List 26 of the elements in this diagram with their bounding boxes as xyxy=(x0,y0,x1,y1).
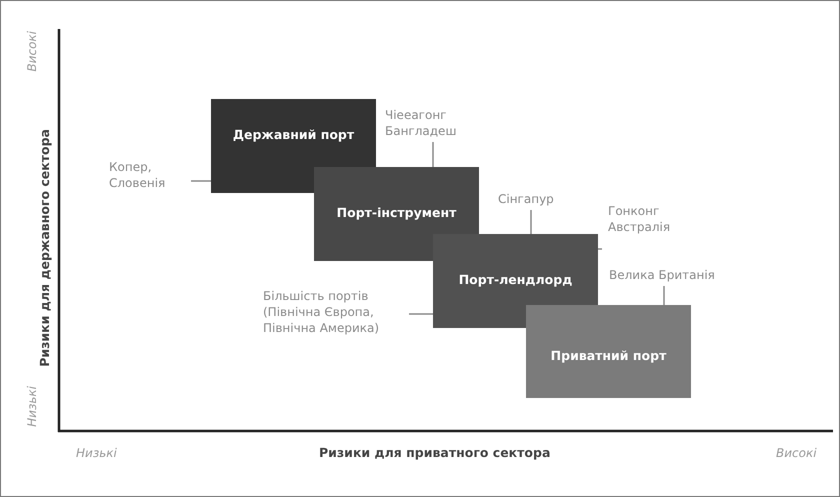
annotation-text: Копер, Словенія xyxy=(109,159,185,191)
axis-title: Ризики для державного сектора xyxy=(37,129,52,367)
box-title: Порт-інструмент xyxy=(336,204,456,220)
leader-line xyxy=(409,313,433,315)
leader-line xyxy=(432,142,434,167)
leader-line xyxy=(191,180,211,182)
axis-end-label: Високі xyxy=(776,446,817,460)
box-title: Державний порт xyxy=(232,126,354,142)
leader-line xyxy=(663,286,665,305)
annotation-text: Сінгапур xyxy=(498,191,568,207)
annotation-text: Більшість портів (Північна Європа, Північна Америка) xyxy=(263,288,403,336)
axis-end-label: Низькі xyxy=(25,386,39,427)
annotation-text: Гонконг Австралія xyxy=(608,203,688,235)
annotation-text: Чіееагонг Бангладеш xyxy=(385,107,465,139)
port-model-box xyxy=(526,305,691,398)
leader-line xyxy=(598,248,602,250)
annotation-text: Велика Британія xyxy=(609,267,719,283)
port-model-box xyxy=(433,234,598,328)
axis-end-label: Високі xyxy=(25,31,39,72)
axis-end-label: Низькі xyxy=(76,446,117,460)
axis-title: Ризики для приватного сектора xyxy=(319,445,550,460)
box-title: Приватний порт xyxy=(550,348,666,363)
leader-line xyxy=(530,210,532,234)
port-model-box xyxy=(211,99,376,193)
port-model-box xyxy=(314,167,479,261)
box-title: Порт-лендлорд xyxy=(458,272,572,286)
